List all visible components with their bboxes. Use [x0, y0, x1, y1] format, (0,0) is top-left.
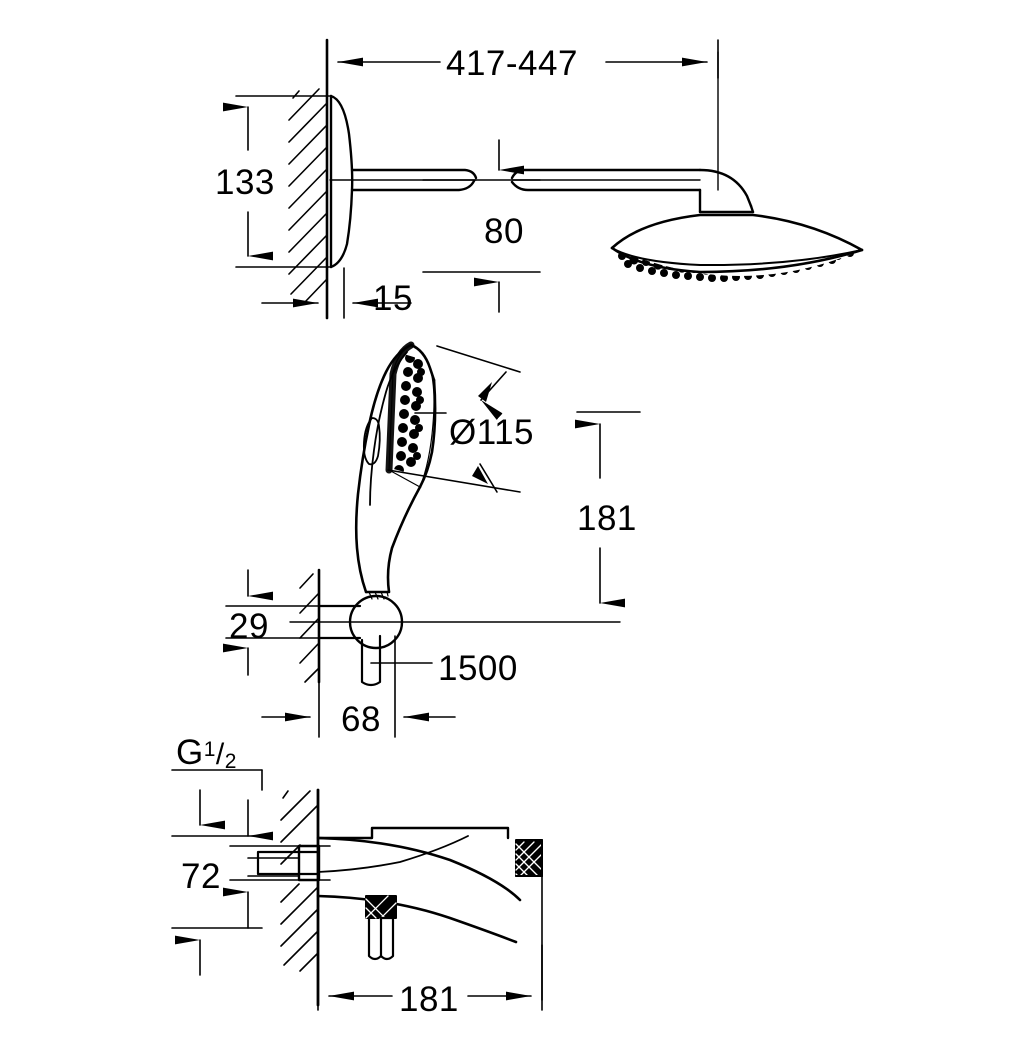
g-thread-numerator: 1 — [203, 738, 216, 761]
dimension-label-417-447: 417-447 — [446, 44, 578, 83]
dimension-label-181-hand-shower: 181 — [577, 499, 637, 538]
dimension-label-181-spout: 181 — [399, 980, 459, 1019]
dimension-g-half — [171, 769, 263, 976]
dimension-label-133: 133 — [215, 163, 275, 202]
dimension-68 — [261, 635, 456, 738]
hand-shower-view — [223, 341, 641, 738]
head-shower-view — [223, 38, 864, 320]
dimension-417-447 — [326, 39, 719, 79]
g-thread-denominator: 2 — [224, 750, 237, 773]
dimension-133 — [223, 95, 331, 268]
dimension-label-72: 72 — [181, 857, 221, 896]
dimension-29 — [223, 569, 346, 676]
dimension-label-68: 68 — [341, 700, 381, 739]
dimension-181-spout — [317, 944, 543, 1011]
spout-view — [171, 769, 543, 1011]
dimension-label-15: 15 — [373, 279, 413, 318]
dimension-72 — [223, 799, 331, 929]
dimension-label-diameter-115: Ø115 — [449, 413, 535, 452]
dimension-diameter-115 — [387, 345, 521, 493]
dimension-80 — [422, 139, 541, 313]
dimension-181-hand-shower — [575, 411, 641, 608]
dimension-label-1500: 1500 — [438, 649, 518, 688]
dimension-label-80: 80 — [484, 212, 524, 251]
dimension-15 — [261, 267, 412, 319]
dimension-label-29: 29 — [229, 607, 269, 646]
g-thread-slash: / — [215, 738, 225, 771]
g-thread-letter: G — [176, 733, 204, 772]
dimension-label-g-half: G1/2 — [176, 733, 237, 774]
